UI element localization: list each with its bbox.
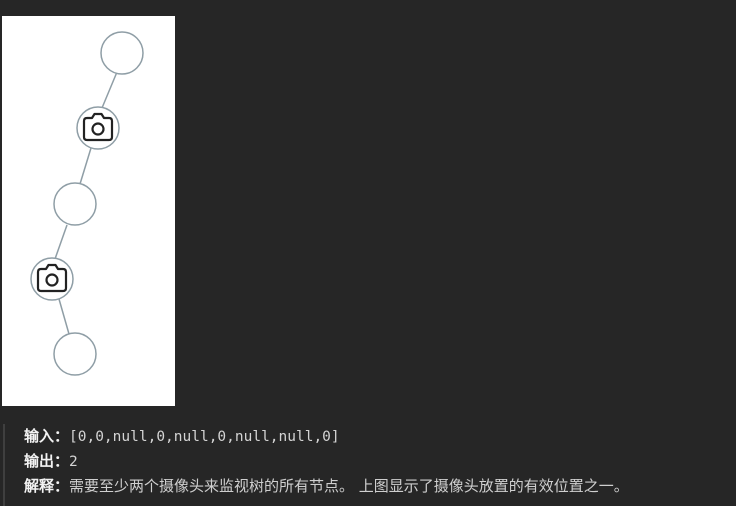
edge-3-4 <box>54 224 68 260</box>
output-label: 输出： <box>24 452 70 470</box>
example-block: 输入：[0,0,null,0,null,0,null,null,0] 输出：2 … <box>3 424 736 506</box>
tree-node <box>53 332 97 376</box>
explanation-line: 解释：需要至少两个摄像头来监视树的所有节点。 上图显示了摄像头放置的有效位置之一… <box>24 474 736 499</box>
input-label: 输入： <box>24 427 70 445</box>
output-line: 输出：2 <box>24 449 736 474</box>
edge-1-2 <box>101 71 118 109</box>
tree-figure <box>2 16 175 406</box>
tree-node-with-camera <box>76 106 120 150</box>
explanation-text: 需要至少两个摄像头来监视树的所有节点。 上图显示了摄像头放置的有效位置之一。 <box>69 477 629 495</box>
explanation-label: 解释： <box>24 477 70 495</box>
tree-node <box>100 31 144 75</box>
tree-node-with-camera <box>30 257 74 301</box>
output-value: 2 <box>69 454 78 470</box>
tree-diagram <box>30 31 144 376</box>
tree-edges <box>54 71 118 335</box>
camera-icon <box>82 112 114 142</box>
camera-icon <box>36 263 68 293</box>
tree-node <box>53 182 97 226</box>
edge-2-3 <box>79 147 92 185</box>
edge-4-5 <box>58 298 70 335</box>
input-value: [0,0,null,0,null,0,null,null,0] <box>69 429 340 445</box>
input-line: 输入：[0,0,null,0,null,0,null,null,0] <box>24 424 736 449</box>
